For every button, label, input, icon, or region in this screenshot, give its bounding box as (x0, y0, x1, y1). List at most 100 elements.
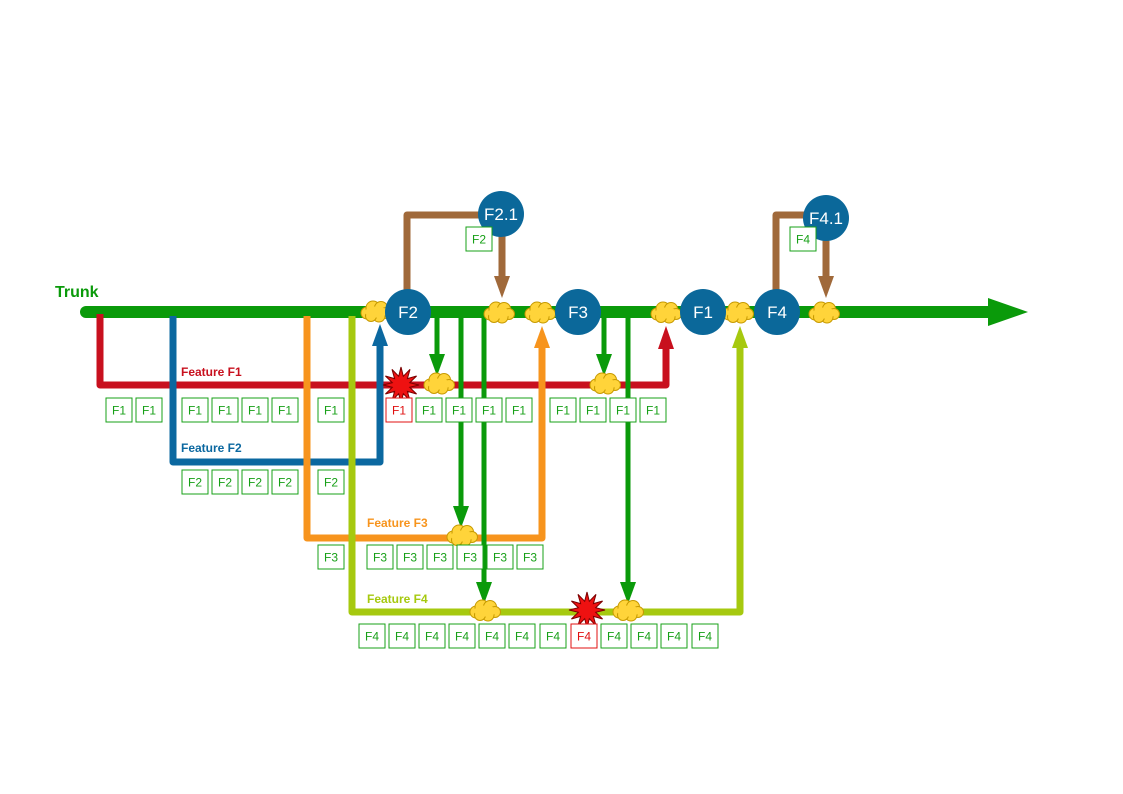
commit-label: F1 (112, 404, 126, 418)
commit-box-frame (366, 544, 394, 570)
commit-box-frame (789, 226, 817, 252)
branch-f4-label: Feature F4 (367, 592, 428, 606)
commit-label: F1 (616, 404, 630, 418)
commit-box-frame (271, 469, 299, 495)
commit-label: F1 (278, 404, 292, 418)
node-circle (555, 289, 601, 335)
node-circle (478, 191, 524, 237)
sub-branch-f41 (772, 211, 834, 298)
commit-box: F3 (396, 544, 424, 570)
commit-box-frame (358, 623, 386, 649)
commit-box: F4 (358, 623, 386, 649)
commit-label: F3 (523, 551, 537, 565)
commit-box: F1 (639, 397, 667, 423)
commit-box: F4 (508, 623, 536, 649)
commit-label: F4 (455, 630, 469, 644)
commit-box-frame (475, 397, 503, 423)
commit-box-conflict: F1 (385, 397, 413, 423)
commit-box-conflict: F4 (570, 623, 598, 649)
commit-box: F1 (211, 397, 239, 423)
commit-label: F2 (248, 476, 262, 490)
commit-box: F4 (388, 623, 416, 649)
branch-f3-arrowhead (534, 326, 550, 348)
merge-cloud-core (727, 307, 749, 319)
commit-label: F4 (546, 630, 560, 644)
commit-label: F3 (403, 551, 417, 565)
merge-cloud-icon (524, 301, 556, 324)
node-circle (680, 289, 726, 335)
commit-label: F2 (278, 476, 292, 490)
commit-box: F1 (241, 397, 269, 423)
sync-arrow-head (429, 354, 445, 376)
commit-box-frame (181, 397, 209, 423)
commit-box-frame (317, 469, 345, 495)
commit-box: F4 (478, 623, 506, 649)
merge-cloud-icon (446, 524, 478, 547)
commit-box-frame (241, 397, 269, 423)
merge-cloud-core (365, 306, 387, 318)
commit-box-frame (639, 397, 667, 423)
sync-arrow-head (476, 582, 492, 604)
commit-label: F1 (586, 404, 600, 418)
commit-label: F1 (324, 404, 338, 418)
commit-box: F2 (271, 469, 299, 495)
sub-branch-f21 (403, 211, 510, 298)
commit-box: F1 (271, 397, 299, 423)
commit-box: F1 (445, 397, 473, 423)
node-label: F2 (398, 303, 418, 322)
commit-box-frame (549, 397, 577, 423)
commit-box: F4 (600, 623, 628, 649)
merge-cloud-icon (360, 300, 392, 323)
sub-branch-f41-arrowhead (818, 276, 834, 298)
commit-box-frame (478, 623, 506, 649)
commit-box-frame (448, 623, 476, 649)
sub-branch-f21-line (403, 211, 506, 298)
commit-label: F1 (248, 404, 262, 418)
merge-cloud-icon (589, 372, 621, 395)
node-circle (385, 289, 431, 335)
merge-cloud-icon (722, 301, 754, 324)
merge-cloud-core (428, 378, 450, 390)
branch-f1-arrowhead (658, 326, 674, 349)
commit-box: F2 (241, 469, 269, 495)
commit-label: F1 (646, 404, 660, 418)
commit-label: F3 (324, 551, 338, 565)
commit-box-frame (418, 623, 446, 649)
trunk-arrowhead (988, 298, 1028, 326)
branch-f4 (348, 316, 748, 616)
commit-box-frame (630, 623, 658, 649)
merge-cloud-core (813, 307, 835, 319)
commit-box-frame (516, 544, 544, 570)
commit-box: F1 (579, 397, 607, 423)
sync-arrows (429, 318, 636, 604)
commit-box: F4 (630, 623, 658, 649)
commit-box: F3 (426, 544, 454, 570)
commit-label: F4 (796, 233, 810, 247)
branch-f4-line (348, 316, 744, 616)
sub-branch-f41-line (772, 211, 830, 298)
commit-box: F1 (181, 397, 209, 423)
commit-label: F1 (218, 404, 232, 418)
commit-box-frame (456, 544, 484, 570)
commit-label: F4 (365, 630, 379, 644)
merge-cloud-core (617, 605, 639, 617)
commit-label: F2 (472, 233, 486, 247)
commit-box: F4 (691, 623, 719, 649)
commit-label: F4 (607, 630, 621, 644)
commit-box: F2 (465, 226, 493, 252)
commit-box-frame (317, 397, 345, 423)
branch-f2-line (169, 316, 384, 466)
commit-label: F4 (698, 630, 712, 644)
merge-cloud-icon (423, 372, 455, 395)
commit-box-frame (539, 623, 567, 649)
commit-box: F3 (456, 544, 484, 570)
commit-box-frame (600, 623, 628, 649)
commit-label: F2 (188, 476, 202, 490)
sync-arrow-head (596, 354, 612, 376)
commit-box-frame (426, 544, 454, 570)
commit-box: F4 (448, 623, 476, 649)
node-f2: F2 (385, 289, 431, 335)
commit-label: F4 (485, 630, 499, 644)
node-label: F3 (568, 303, 588, 322)
